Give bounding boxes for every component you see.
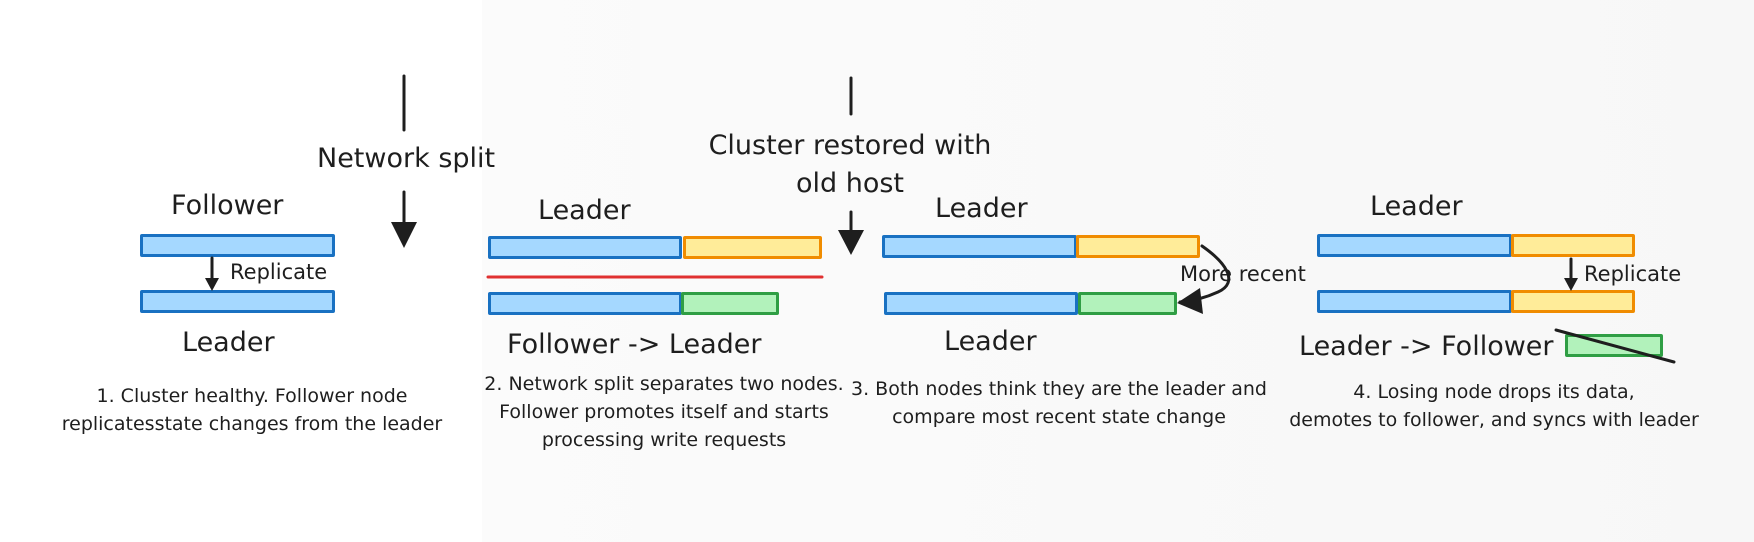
stage1-caption-line: 1. Cluster healthy. Follower node [96,385,408,407]
stage4-caption-line: 4. Losing node drops its data, [1353,381,1635,403]
stage2-leader-log [488,236,682,259]
cluster-restored-line: Cluster restored with [708,130,992,161]
stage2-leader-label: Leader [538,195,631,226]
stage4-leader-log [1317,234,1512,257]
stage4-leader-new-entry [1511,234,1635,257]
stage2-caption-line: Follower promotes itself and starts [499,401,829,423]
stage3-leader-top-label: Leader [935,193,1028,224]
stage2-leader-new-entry [683,236,822,259]
stage2-follower-new-entry [681,292,779,315]
stage1-leader-log [140,290,335,313]
stage3-leader-b-log [884,292,1078,315]
background-shade [482,0,1754,542]
network-split-label: Network split [317,143,496,174]
stage1-caption-line: replicatesstate changes from the leader [61,413,443,435]
stage2-follower-to-leader-label: Follower -> Leader [507,329,762,360]
stage1-leader-label: Leader [182,327,275,358]
stage4-leader-to-follower-label: Leader -> Follower [1299,331,1554,362]
stage3-leader-a-new-entry [1076,235,1200,258]
stage1-replicate-arrow [205,256,219,291]
stage1-caption: 1. Cluster healthy. Follower node replic… [52,382,452,438]
stage2-follower-log [488,292,682,315]
stage4-follower-log [1317,290,1512,313]
stage3-leader-b-new-entry [1078,292,1177,315]
cluster-restored-line: old host [795,168,905,199]
stage2-caption: 2. Network split separates two nodes. Fo… [464,370,864,454]
stage4-caption-line: demotes to follower, and syncs with lead… [1289,409,1699,431]
stage4-replicate-label: Replicate [1584,262,1682,286]
stage3-leader-a-log [882,235,1077,258]
stage4-caption: 4. Losing node drops its data, demotes t… [1284,378,1704,434]
stage4-leader-label: Leader [1370,191,1463,222]
stage1-replicate-label: Replicate [230,260,328,284]
cluster-restored-label: Cluster restored with old host [690,127,1010,203]
stage1-follower-label: Follower [171,190,284,221]
stage1-follower-log [140,234,335,257]
stage4-dropped-entry [1565,334,1663,357]
stage2-caption-line: processing write requests [541,429,787,451]
stage3-caption-line: 3. Both nodes think they are the leader … [851,378,1267,400]
stage3-leader-bottom-label: Leader [944,326,1037,357]
stage3-caption-line: compare most recent state change [892,406,1226,428]
stage4-follower-synced-entry [1511,290,1635,313]
stage3-caption: 3. Both nodes think they are the leader … [839,375,1279,431]
stage2-caption-line: 2. Network split separates two nodes. [484,373,844,395]
stage3-more-recent-label: More recent [1180,262,1306,286]
